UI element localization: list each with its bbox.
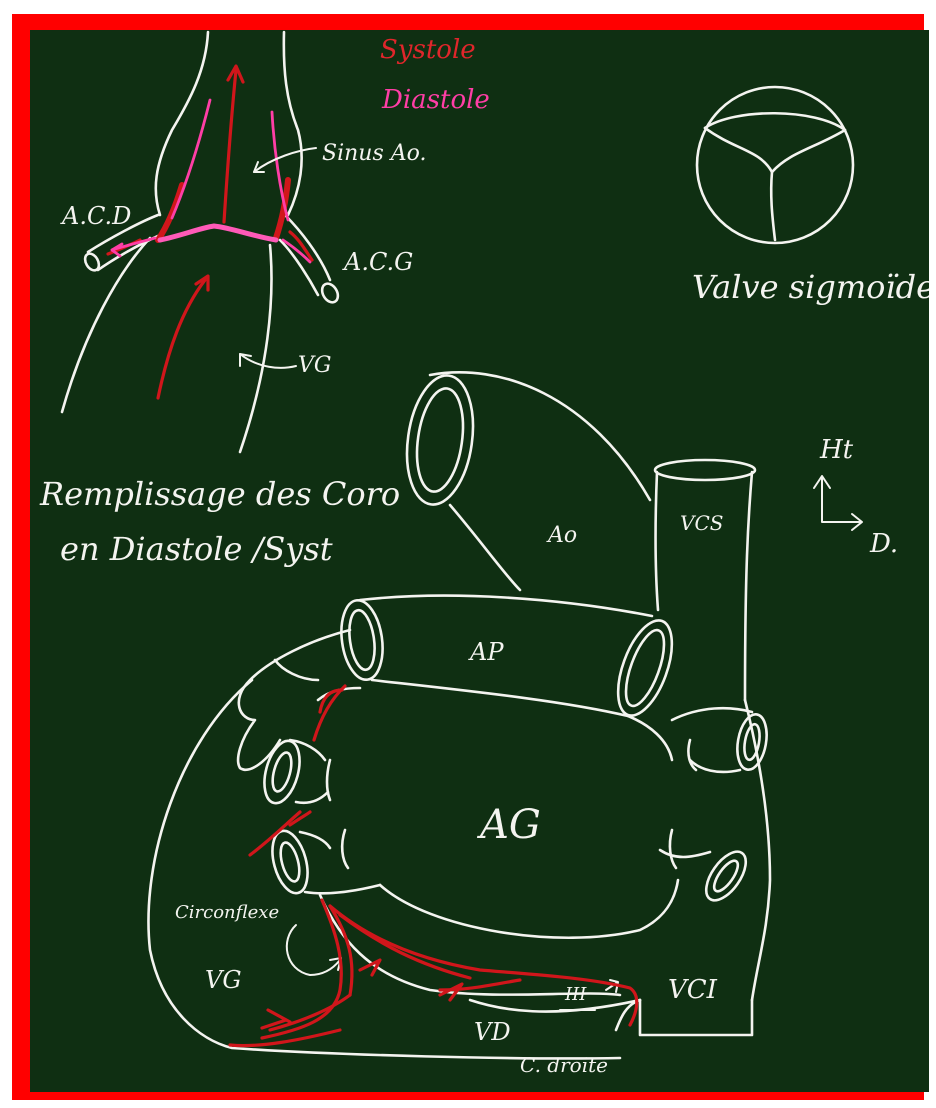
label-acg: A.C.G	[342, 248, 413, 276]
caption-line-1: Remplissage des Coro	[39, 475, 400, 513]
label-acd: A.C.D	[60, 202, 131, 230]
label-iii: III	[564, 984, 587, 1005]
caption-line-2: en Diastole /Syst	[60, 530, 333, 568]
label-ao: Ao	[546, 523, 577, 548]
orientation-right: D.	[869, 529, 898, 559]
orientation-up: Ht	[819, 435, 854, 465]
label-vci: VCI	[668, 975, 718, 1005]
label-circonflexe: Circonflexe	[175, 902, 279, 923]
anatomy-drawing: Systole Diastole Sinus Ao. A.C.D A.C.G V…	[30, 30, 929, 1092]
legend-systole: Systole	[380, 35, 476, 65]
valve-sigmoide-drawing	[697, 87, 853, 243]
label-c-droite: C. droite	[520, 1053, 608, 1077]
orientation-arrows	[814, 476, 862, 530]
label-vd: VD	[474, 1018, 511, 1046]
label-ap: AP	[468, 638, 504, 666]
label-ag: AG	[476, 802, 541, 848]
aortic-root-diagram	[62, 32, 341, 452]
chalkboard: Systole Diastole Sinus Ao. A.C.D A.C.G V…	[30, 30, 929, 1092]
label-valve-sigmoide: Valve sigmoïde	[692, 268, 929, 306]
label-vg-heart: VG	[205, 966, 242, 994]
label-sinus-aortique: Sinus Ao.	[322, 141, 426, 166]
label-vg-top: VG	[298, 353, 331, 378]
label-vcs: VCS	[680, 511, 723, 535]
legend-diastole: Diastole	[381, 85, 490, 115]
